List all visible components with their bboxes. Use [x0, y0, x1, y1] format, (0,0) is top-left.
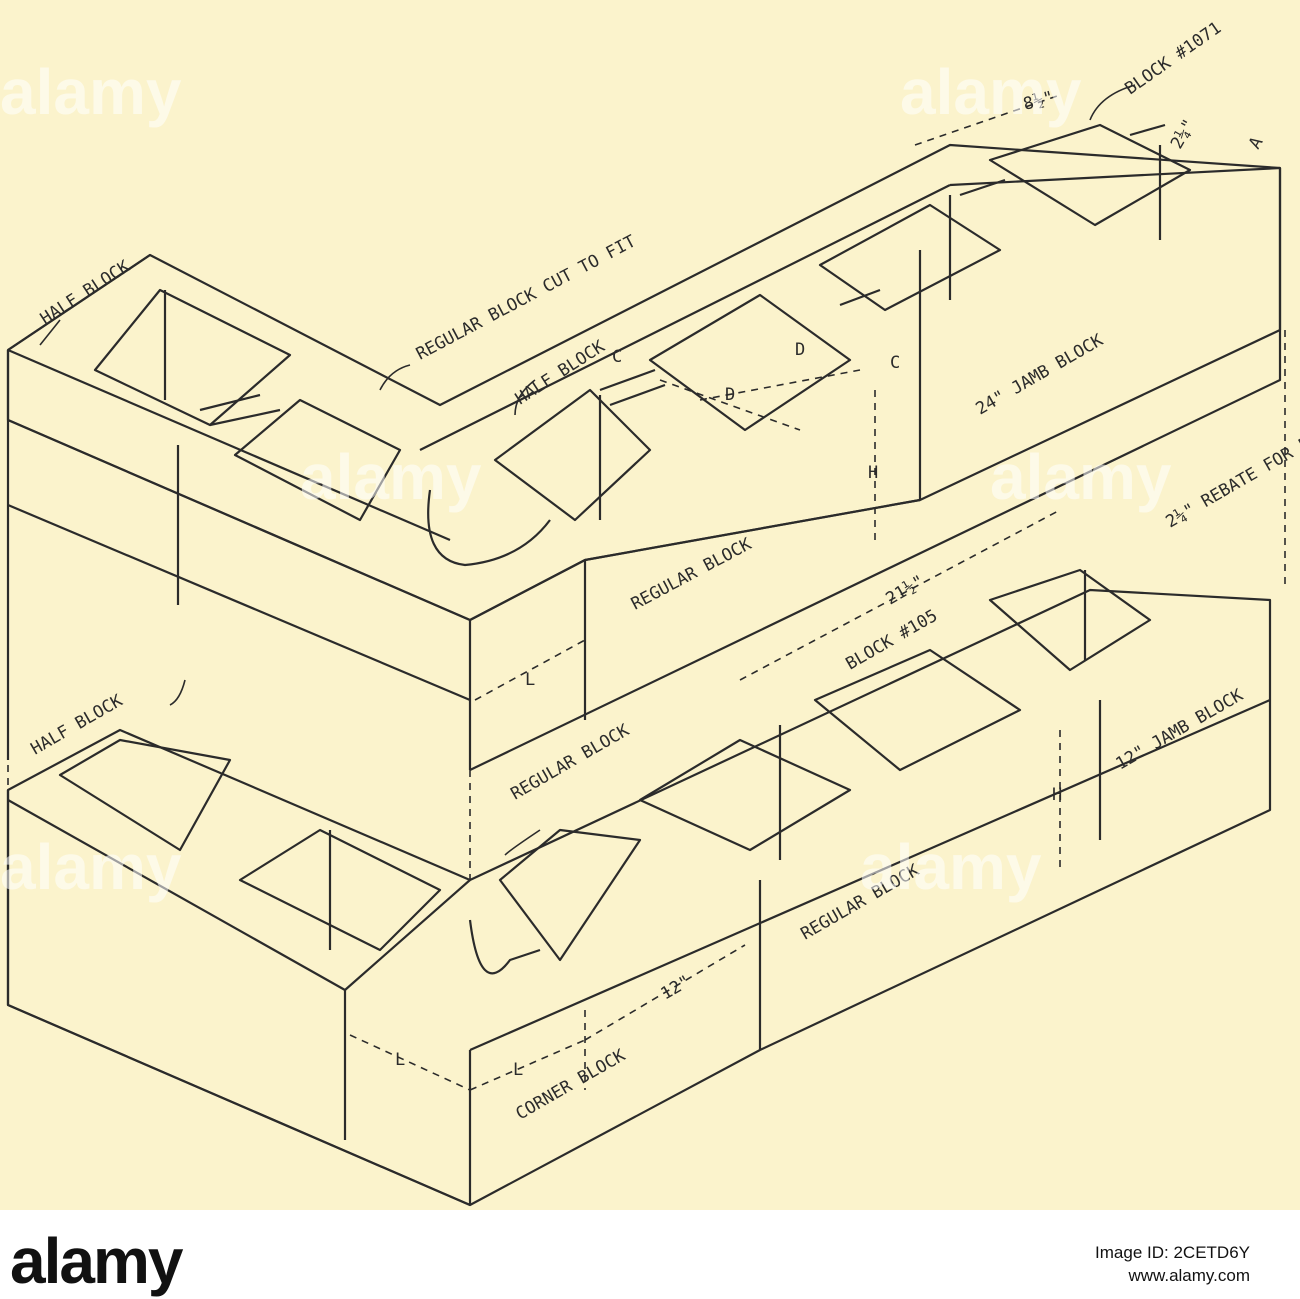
image-id: Image ID: 2CETD6Y	[1095, 1243, 1250, 1262]
label-dim-a: A	[1245, 134, 1267, 153]
label-dim-d2: D	[725, 385, 735, 405]
label-rebate: 2¼" REBATE FOR BOX FRAME	[1163, 392, 1300, 532]
upper-course	[6, 123, 1282, 771]
label-dim-l-upper: L	[525, 670, 535, 690]
site-url[interactable]: www.alamy.com	[1128, 1266, 1250, 1285]
label-dim-21half: 21½"	[883, 572, 928, 610]
label-block-105: BLOCK #105	[843, 606, 942, 675]
label-dim-h-upper: H	[868, 463, 878, 483]
label-dim-2quarter: 2¼"	[1167, 116, 1200, 153]
label-dim-d1: D	[795, 340, 805, 360]
brand-logo[interactable]: alamy	[10, 1225, 183, 1297]
leader-arrows	[39, 84, 1136, 856]
drawing-sheet: BLOCK #1071 8½" 2¼" A HALF BLOCK REGULAR…	[0, 0, 1300, 1210]
label-dim-8half: 8½"	[1021, 88, 1056, 115]
label-regular-lower-top: REGULAR BLOCK	[508, 720, 634, 804]
label-block-1071: BLOCK #1071	[1121, 18, 1225, 99]
footer-bar: alamy Image ID: 2CETD6Y www.alamy.com	[0, 1210, 1300, 1299]
label-dim-h-lower: H	[1052, 785, 1062, 805]
lower-course	[6, 568, 1272, 1207]
label-dim-l-lower1: L	[395, 1050, 405, 1070]
masonry-block-diagram: BLOCK #1071 8½" 2¼" A HALF BLOCK REGULAR…	[6, 18, 1300, 1207]
dimension-lines	[7, 94, 1286, 1091]
label-dim-c1: C	[612, 347, 622, 367]
label-dim-l-lower2: L	[513, 1060, 523, 1080]
label-dim-c2: C	[890, 353, 900, 373]
